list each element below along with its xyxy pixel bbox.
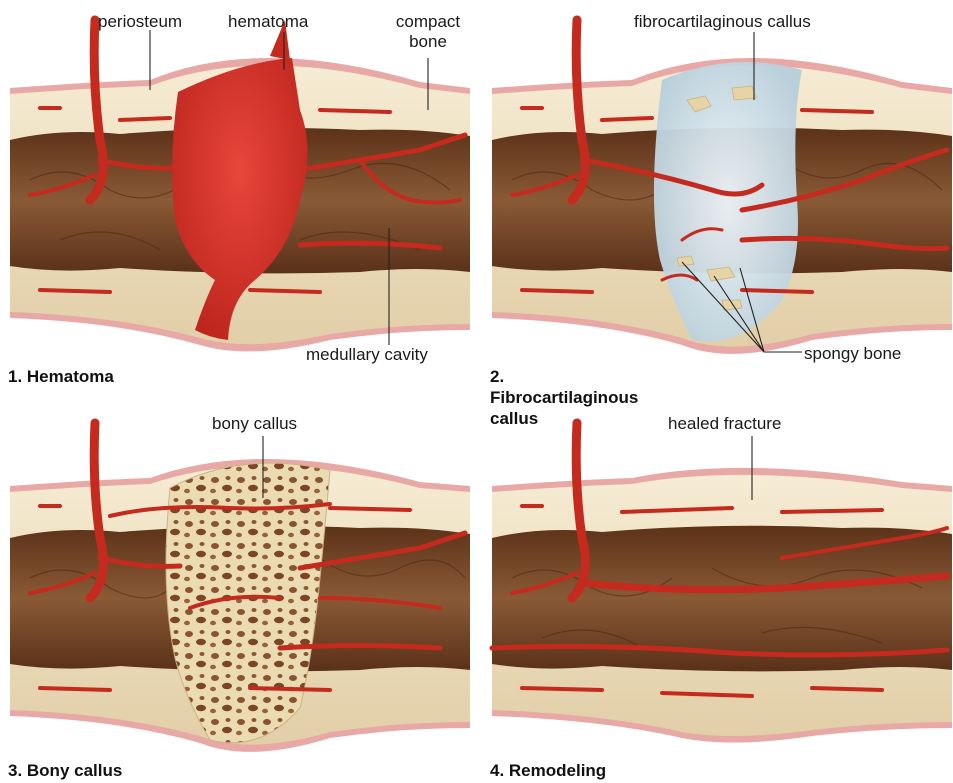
periosteum-label: periosteum — [98, 12, 182, 32]
panel-caption: 4. Remodeling — [490, 760, 690, 781]
hematoma-illustration — [0, 0, 470, 375]
bony-callus-illustration — [0, 408, 470, 783]
hematoma-label: hematoma — [228, 12, 308, 32]
healed-fracture-label: healed fracture — [668, 414, 781, 434]
spongy-bone-label: spongy bone — [804, 344, 901, 364]
panel-remodeling: healed fracture 4. Remodeling — [482, 408, 952, 783]
panel-caption: 1. Hematoma — [8, 366, 208, 387]
fibrocartilaginous-callus-illustration — [482, 0, 952, 375]
bony-callus-label: bony callus — [212, 414, 297, 434]
panel-caption: 3. Bony callus — [8, 760, 208, 781]
medullary-cavity-label: medullary cavity — [306, 345, 428, 365]
panel-bony-callus: bony callus 3. Bony callus — [0, 408, 470, 783]
remodeling-illustration — [482, 408, 952, 783]
compact-bone-label: compact bone — [378, 12, 478, 52]
panel-hematoma: periosteum hematoma compact bone medulla… — [0, 0, 470, 375]
panel-fibrocartilaginous-callus: fibrocartilaginous callus spongy bone 2.… — [482, 0, 952, 375]
fibrocartilaginous-callus-label: fibrocartilaginous callus — [634, 12, 811, 32]
